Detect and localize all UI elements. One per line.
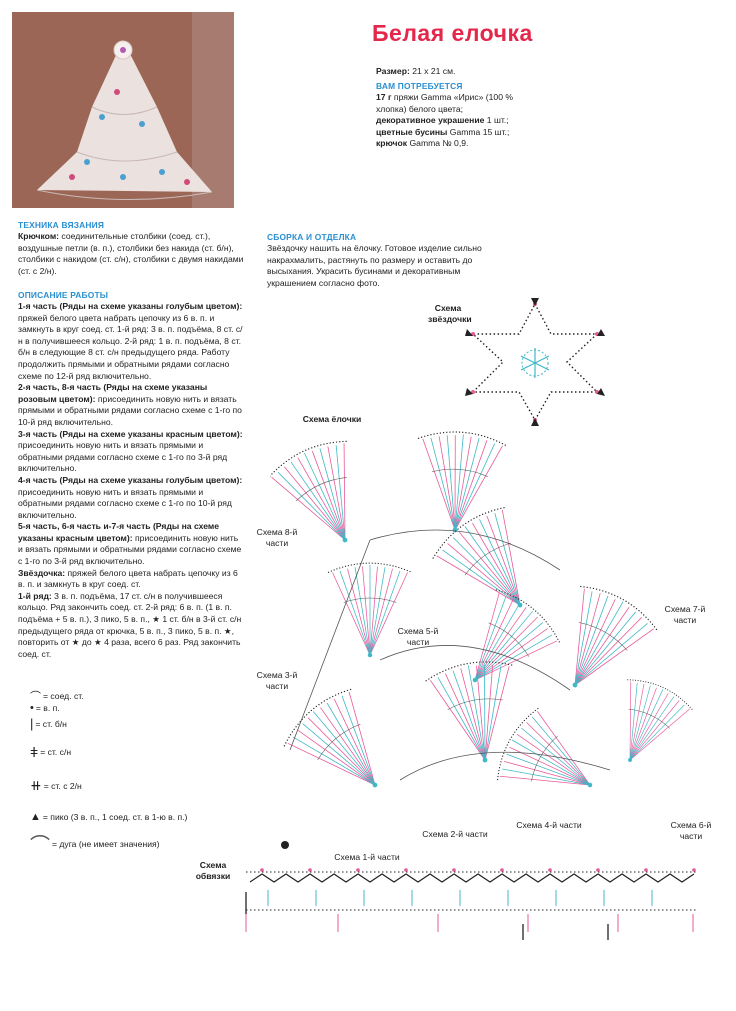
part1-label: Схема 1-й части	[334, 852, 400, 862]
materials-list: 17 г пряжи Gamma «Ирис» (100 % хлопка) б…	[376, 92, 542, 150]
part3-label: Схема 3-й части	[256, 670, 298, 691]
single-crochet-icon: |	[30, 716, 34, 731]
page-title: Белая елочка	[372, 20, 533, 46]
work-step: 5-я часть, 6-я часть и-7-я часть (Ряды н…	[18, 521, 242, 567]
work-step: 4-я часть (Ряды на схеме указаны голубым…	[18, 474, 243, 520]
legend-label: = ст. с/н	[40, 747, 72, 757]
materials-heading: ВАМ ПОТРЕБУЕТСЯ	[376, 81, 463, 91]
arc-icon: ⌒	[30, 835, 50, 857]
legend-chain: • = в. п.	[30, 702, 60, 714]
legend-single-crochet: | = ст. б/н	[30, 716, 67, 731]
work-heading: ОПИСАНИЕ РАБОТЫ	[18, 290, 109, 300]
legend-label: = пико (3 в. п., 1 соед. ст. в 1-ю в. п.…	[42, 812, 188, 822]
part4-label: Схема 4-й части	[516, 820, 582, 830]
part7-label: Схема 7-й части	[664, 604, 706, 625]
part5-label: Схема 5-й части	[397, 626, 439, 647]
legend-double-crochet: ǂ = ст. с/н	[30, 744, 71, 760]
material-item: 17 г пряжи Gamma «Ирис» (100 % хлопка) б…	[376, 92, 514, 114]
size-label: Размер:	[376, 66, 410, 76]
assembly-text: Звёздочку нашить на ёлочку. Готовое изде…	[267, 243, 482, 288]
legend-picot: ▲ = пико (3 в. п., 1 соед. ст. в 1-ю в. …	[30, 811, 187, 823]
legend-label: = в. п.	[35, 703, 60, 713]
legend-label: = соед. ст.	[43, 691, 84, 701]
material-item: декоративное украшение 1 шт.;	[376, 115, 509, 126]
technique-text: Крючком: соединительные столбики (соед. …	[18, 231, 244, 276]
material-item: цветные бусины Gamma 15 шт.;	[376, 126, 510, 137]
chain-icon: •	[30, 702, 34, 714]
work-step: 2-я часть, 8-я часть (Ряды на схеме указ…	[18, 382, 242, 427]
work-step: 3-я часть (Ряды на схеме указаны красным…	[18, 428, 243, 474]
legend-treble-crochet: ⧺ = ст. с 2/н	[30, 777, 82, 794]
slip-stitch-icon: ⌒	[30, 691, 41, 703]
size-line: Размер: 21 х 21 см.	[376, 66, 455, 78]
material-item: крючок Gamma № 0,9.	[376, 138, 469, 149]
work-step: 1-й ряд: 3 в. п. подъёма, 17 ст. с/н в п…	[18, 590, 242, 659]
legend-label: = ст. с 2/н	[43, 780, 82, 791]
treble-crochet-icon: ⧺	[30, 777, 42, 793]
tree-scheme-diagram	[270, 430, 698, 849]
edging-scheme-diagram	[245, 868, 698, 940]
part6-label: Схема 6-й части	[670, 820, 712, 841]
size-value: 21 х 21 см.	[412, 66, 456, 76]
work-step: Звёздочка: пряжей белого цвета набрать ц…	[18, 567, 238, 590]
edging-scheme-label: Схема обвязки	[195, 860, 231, 881]
part2-label: Схема 2-й части	[422, 829, 488, 839]
double-crochet-icon: ǂ	[30, 744, 39, 760]
legend-label: = ст. б/н	[35, 718, 67, 729]
star-scheme-diagram	[465, 298, 605, 426]
work-text: 1-я часть (Ряды на схеме указаны голубым…	[18, 301, 244, 660]
tree-photo	[12, 12, 234, 208]
photo-illustration	[12, 12, 234, 208]
assembly-heading: СБОРКА И ОТДЕЛКА	[267, 232, 357, 242]
picot-icon: ▲	[30, 811, 41, 823]
tree-scheme-label: Схема ёлочки	[302, 414, 362, 424]
legend-slip-stitch: ⌒ = соед. ст.	[30, 688, 84, 704]
part8-label: Схема 8-й части	[256, 527, 298, 548]
legend-label: = дуга (не имеет значения)	[52, 838, 160, 849]
technique-heading: ТЕХНИКА ВЯЗАНИЯ	[18, 220, 105, 230]
legend-arc: ⌒ = дуга (не имеет значения)	[30, 829, 160, 858]
star-scheme-label: Схема звёздочки	[428, 303, 472, 324]
work-step: 1-я часть (Ряды на схеме указаны голубым…	[18, 301, 243, 381]
